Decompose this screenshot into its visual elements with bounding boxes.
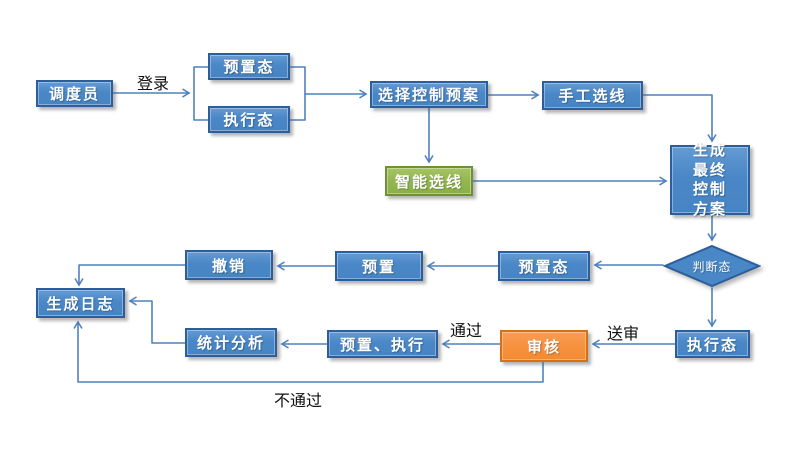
edge-label-submit-review: 送审	[606, 326, 640, 343]
node-preset-label: 预置	[361, 258, 396, 276]
node-stat-analysis-label: 统计分析	[196, 335, 265, 352]
node-exec-state-2: 执行态	[675, 330, 750, 358]
node-review: 审核	[500, 330, 588, 362]
node-preset-state-top-label: 预置态	[223, 59, 275, 76]
judge-diamond-shape	[663, 244, 761, 288]
edge-stat-to-gen-log	[128, 296, 186, 344]
node-final-plan: 生成最终控制方案	[670, 142, 750, 218]
edge-review-fail-to-gen-log	[73, 320, 544, 383]
node-judge-state-label: 判断态	[692, 259, 732, 274]
node-exec-state-top: 执行态	[208, 106, 290, 133]
node-select-plan-label: 选择控制预案	[377, 87, 480, 104]
node-exec-state-top-label: 执行态	[223, 112, 275, 129]
node-gen-log: 生成日志	[36, 288, 125, 318]
edge-label-fail: 不通过	[273, 393, 323, 410]
node-smart-select: 智能选线	[385, 166, 473, 196]
node-dispatcher: 调度员	[36, 80, 113, 107]
node-review-label: 审核	[526, 338, 561, 356]
edge-label-login: 登录	[136, 76, 170, 93]
node-undo: 撤销	[185, 250, 273, 280]
node-gen-log-label: 生成日志	[46, 295, 115, 313]
node-final-plan-label: 生成最终控制方案	[692, 142, 727, 218]
node-judge-state: 判断态	[663, 244, 761, 288]
edge-branch-bracket-right	[289, 66, 306, 121]
edge-branch-bracket-left	[193, 66, 209, 121]
node-exec-state-2-label: 执行态	[686, 336, 738, 354]
node-manual-select-label: 手工选线	[558, 88, 627, 105]
node-preset: 预置	[335, 251, 423, 281]
node-select-plan: 选择控制预案	[370, 81, 488, 108]
node-dispatcher-label: 调度员	[48, 86, 100, 103]
edge-label-pass: 通过	[449, 323, 483, 340]
node-preset-exec: 预置、执行	[327, 330, 438, 358]
node-preset-exec-label: 预置、执行	[339, 336, 425, 354]
node-preset-state-top: 预置态	[208, 53, 290, 80]
edge-undo-to-gen-log	[74, 264, 186, 287]
node-manual-select: 手工选线	[542, 81, 643, 110]
node-preset-state-2-label: 预置态	[518, 258, 570, 276]
edge-manual-to-final-plan	[642, 94, 717, 143]
node-undo-label: 撤销	[211, 257, 246, 275]
node-smart-select-label: 智能选线	[394, 173, 463, 191]
node-preset-state-2: 预置态	[498, 251, 590, 281]
node-stat-analysis: 统计分析	[185, 328, 277, 357]
